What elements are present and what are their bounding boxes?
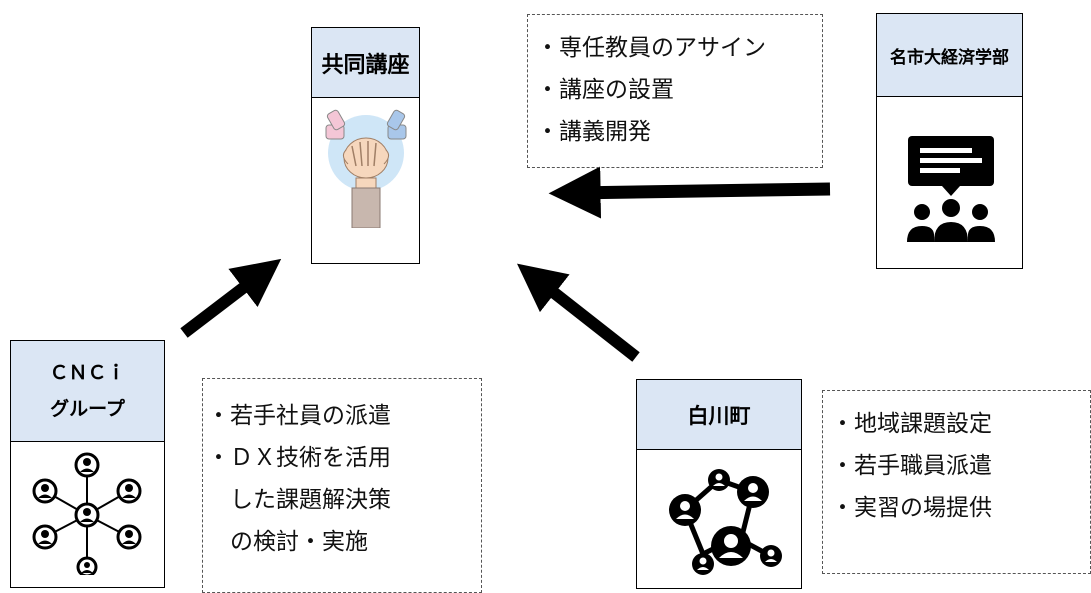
meishi-box: 名市大経済学部 bbox=[876, 13, 1023, 269]
meishi-note-3: ・講義開発 bbox=[536, 119, 651, 145]
kyodo-box: 共同講座 bbox=[311, 27, 420, 264]
network-people-icon bbox=[32, 452, 142, 575]
meishi-note-2: ・講座の設置 bbox=[536, 77, 674, 103]
connected-people-icon bbox=[669, 469, 782, 575]
arrow-cnci-to-kyodo bbox=[180, 258, 282, 338]
meishi-title: 名市大経済学部 bbox=[890, 47, 1009, 68]
shirakawa-note-3: ・実習の場提供 bbox=[831, 495, 992, 521]
meishi-notes: ・専任教員のアサイン ・講座の設置 ・講義開発 bbox=[527, 14, 823, 168]
shirakawa-note-2: ・若手職員派遣 bbox=[831, 453, 992, 479]
cnci-box: ＣＮＣｉ グループ bbox=[10, 340, 165, 588]
arrow-shirakawa-to-kyodo bbox=[517, 263, 640, 362]
cnci-notes: ・若手社員の派遣 ・ＤＸ技術を活用 した課題解決策 の検討・実施 bbox=[202, 378, 482, 593]
meishi-note-1: ・専任教員のアサイン bbox=[536, 35, 766, 61]
cnci-note-1: ・若手社員の派遣 bbox=[207, 403, 391, 429]
joined-hands-icon bbox=[325, 109, 407, 228]
cnci-title-line1: ＣＮＣｉ bbox=[49, 362, 126, 384]
shirakawa-notes: ・地域課題設定 ・若手職員派遣 ・実習の場提供 bbox=[822, 390, 1091, 574]
kyodo-title: 共同講座 bbox=[321, 52, 410, 78]
shirakawa-title: 白川町 bbox=[687, 403, 751, 428]
shirakawa-box: 白川町 bbox=[636, 379, 802, 589]
presentation-audience-icon bbox=[907, 136, 995, 242]
cnci-note-4: の検討・実施 bbox=[207, 529, 368, 555]
shirakawa-note-1: ・地域課題設定 bbox=[831, 411, 992, 437]
arrow-meishi-to-kyodo bbox=[548, 166, 831, 219]
flow-arrows bbox=[180, 166, 831, 362]
cnci-note-2: ・ＤＸ技術を活用 bbox=[207, 445, 391, 471]
cnci-note-3: した課題解決策 bbox=[207, 487, 391, 513]
cnci-title-line2: グループ bbox=[50, 398, 125, 420]
